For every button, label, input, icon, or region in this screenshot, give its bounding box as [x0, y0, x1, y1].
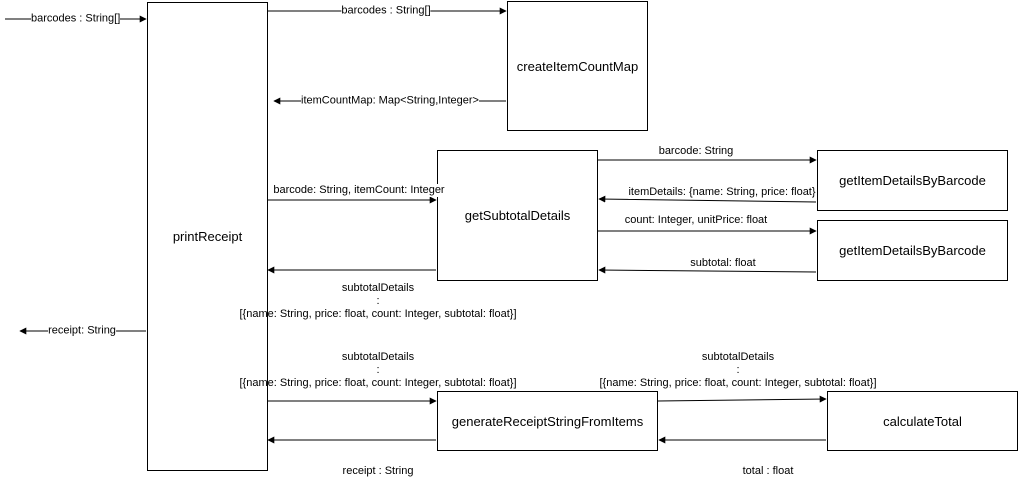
node-get-item-details-by-barcode-2-label: getItemDetailsByBarcode [839, 243, 986, 258]
label-to-calculate-total: subtotalDetails : [{name: String, price:… [600, 351, 877, 390]
label-from-get-subtotal-details-name: subtotalDetails [341, 282, 415, 294]
label-from-get-subtotal-details-type: [{name: String, price: float, count: Int… [239, 308, 517, 320]
label-from-get-item-details: itemDetails: {name: String, price: float… [628, 186, 816, 199]
node-get-subtotal-details-label: getSubtotalDetails [464, 208, 571, 223]
node-get-item-details-by-barcode-1-label: getItemDetailsByBarcode [839, 173, 986, 188]
node-get-item-details-by-barcode-1[interactable]: getItemDetailsByBarcode [817, 150, 1008, 211]
label-to-calculate-total-type: [{name: String, price: float, count: Int… [599, 377, 877, 389]
label-from-generate-receipt: receipt : String [342, 465, 414, 478]
node-print-receipt[interactable]: printReceipt [147, 2, 268, 471]
node-generate-receipt-string-label: generateReceiptStringFromItems [451, 413, 644, 429]
label-to-item-calc: count: Integer, unitPrice: float [624, 214, 768, 227]
label-to-generate-receipt-name: subtotalDetails [341, 351, 415, 363]
node-get-item-details-by-barcode-2[interactable]: getItemDetailsByBarcode [817, 220, 1008, 281]
label-to-get-item-details: barcode: String [658, 145, 734, 158]
node-create-item-count-map-label: createItemCountMap [516, 58, 639, 74]
node-calculate-total[interactable]: calculateTotal [827, 391, 1018, 451]
label-to-generate-receipt-sep: : [376, 364, 380, 376]
node-print-receipt-label: printReceipt [172, 229, 243, 244]
label-from-create-item-count-map: itemCountMap: Map<String,Integer> [301, 94, 479, 108]
label-output-receipt: receipt: String [48, 324, 116, 338]
edge-from-get-item-details [598, 195, 817, 203]
label-from-item-calc: subtotal: float [690, 257, 756, 270]
node-get-subtotal-details[interactable]: getSubtotalDetails [437, 150, 598, 281]
node-calculate-total-label: calculateTotal [883, 413, 962, 429]
label-to-get-subtotal-details: barcode: String, itemCount: Integer [273, 184, 445, 197]
label-to-generate-receipt-type: [{name: String, price: float, count: Int… [239, 377, 517, 389]
label-from-get-subtotal-details: subtotalDetails : [{name: String, price:… [240, 282, 517, 321]
label-to-calculate-total-name: subtotalDetails [701, 351, 775, 363]
edge-to-calculate-total [657, 395, 827, 403]
edge-from-item-calc [598, 266, 817, 274]
label-from-get-subtotal-details-sep: : [376, 295, 380, 307]
label-to-calculate-total-sep: : [736, 364, 740, 376]
label-from-calculate-total: total : float [742, 465, 794, 478]
label-to-create-item-count-map: barcodes : String[] [341, 4, 431, 18]
node-generate-receipt-string[interactable]: generateReceiptStringFromItems [437, 391, 658, 451]
label-to-generate-receipt: subtotalDetails : [{name: String, price:… [240, 351, 517, 390]
node-create-item-count-map[interactable]: createItemCountMap [507, 1, 648, 131]
label-input-barcodes: barcodes : String[] [31, 12, 121, 26]
